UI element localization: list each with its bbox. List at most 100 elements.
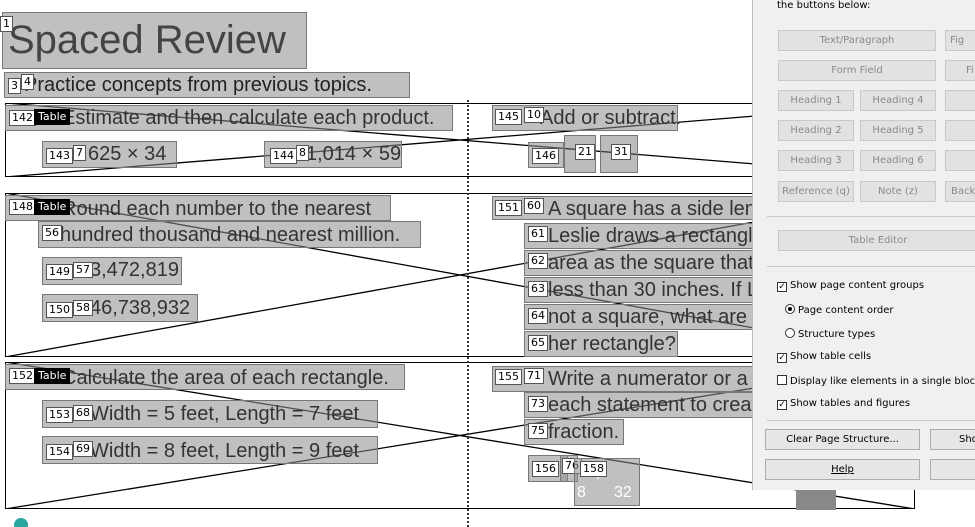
tag-number[interactable]: 73 bbox=[528, 396, 548, 412]
show-groups-checkbox[interactable]: ✓Show page content groups bbox=[777, 280, 924, 292]
tag-number[interactable]: 152 bbox=[9, 368, 36, 384]
radio-icon[interactable] bbox=[785, 328, 795, 338]
tag-number[interactable]: 154 bbox=[46, 444, 73, 460]
tag-number[interactable]: 57 bbox=[73, 262, 93, 278]
checkbox-label: Show table cells bbox=[790, 351, 872, 362]
figure-caption-button[interactable]: Fi bbox=[945, 60, 975, 81]
heading-5-button[interactable]: Heading 5 bbox=[860, 120, 936, 141]
figure-button[interactable]: Fig bbox=[945, 30, 975, 51]
tag-number[interactable]: 142 bbox=[9, 110, 36, 126]
tag-number[interactable]: 69 bbox=[73, 441, 93, 457]
heading-2-button[interactable]: Heading 2 bbox=[778, 120, 854, 141]
q4-box[interactable] bbox=[524, 277, 754, 303]
q4-box[interactable] bbox=[524, 223, 754, 249]
tag-number[interactable]: 4 bbox=[21, 74, 34, 90]
table-editor-button[interactable]: Table Editor bbox=[778, 230, 975, 251]
checkbox-icon[interactable] bbox=[777, 375, 787, 385]
tag-number[interactable]: 60 bbox=[524, 198, 544, 214]
extra-button[interactable] bbox=[945, 120, 975, 141]
q3-b: 46,738,932 bbox=[90, 297, 191, 319]
q4-box[interactable] bbox=[524, 331, 678, 357]
tag-number[interactable]: 64 bbox=[528, 308, 548, 324]
background-button[interactable]: Back bbox=[945, 181, 975, 202]
q4-box[interactable] bbox=[524, 250, 754, 276]
heading-1-button[interactable]: Heading 1 bbox=[778, 90, 854, 111]
q3-line2: hundred thousand and nearest million. bbox=[60, 224, 401, 246]
heading-3-button[interactable]: Heading 3 bbox=[778, 150, 854, 171]
tag-number[interactable]: 145 bbox=[495, 109, 522, 125]
q1-b: 1,014 × 59 bbox=[306, 143, 402, 165]
reference-button[interactable]: Reference (q) bbox=[778, 181, 854, 202]
tag-number[interactable]: 146 bbox=[532, 148, 559, 164]
tag-number[interactable]: 58 bbox=[73, 300, 93, 316]
tag-number[interactable]: 148 bbox=[9, 199, 36, 215]
tag-number[interactable]: 156 bbox=[532, 461, 559, 477]
show-cells-checkbox[interactable]: ✓Show table cells bbox=[777, 351, 871, 363]
heading-4-button[interactable]: Heading 4 bbox=[860, 90, 936, 111]
q2-instruction: Add or subtract. bbox=[540, 107, 682, 129]
display-like-checkbox[interactable]: Display like elements in a single block bbox=[777, 375, 975, 387]
tag-number[interactable]: 56 bbox=[42, 225, 62, 241]
tag-number[interactable]: 1 bbox=[0, 16, 13, 32]
divider bbox=[767, 420, 975, 421]
q5-b-box[interactable] bbox=[42, 436, 378, 464]
tag-number[interactable]: 61 bbox=[528, 226, 548, 242]
q2-instruction-box[interactable] bbox=[492, 105, 678, 131]
tag-number[interactable]: 10 bbox=[524, 107, 544, 123]
extra-button[interactable] bbox=[945, 90, 975, 111]
tag-number[interactable]: 144 bbox=[270, 148, 297, 164]
note-button[interactable]: Note (z) bbox=[860, 181, 936, 202]
q6-box[interactable] bbox=[524, 392, 754, 418]
help-button[interactable]: Help bbox=[765, 459, 920, 480]
subtitle-tag-box[interactable] bbox=[4, 72, 410, 98]
tag-number[interactable]: 151 bbox=[495, 200, 522, 216]
extra-button[interactable] bbox=[945, 150, 975, 171]
tag-number[interactable]: 75 bbox=[528, 423, 548, 439]
tag-number[interactable]: 155 bbox=[495, 369, 522, 385]
radio-icon[interactable] bbox=[785, 304, 795, 314]
q3-line2-box[interactable] bbox=[38, 221, 421, 248]
show-order-button[interactable]: Show bbox=[930, 429, 975, 450]
table-label: Table bbox=[34, 199, 71, 215]
tag-number[interactable]: 8 bbox=[296, 145, 309, 161]
q6-line: each statement to create bbox=[548, 394, 769, 416]
tag-number[interactable]: 62 bbox=[528, 253, 548, 269]
tag-number[interactable]: 71 bbox=[524, 368, 544, 384]
divider bbox=[767, 266, 975, 267]
tag-number[interactable]: 153 bbox=[46, 407, 73, 423]
tag-number[interactable]: 68 bbox=[73, 405, 93, 421]
column-divider bbox=[467, 100, 469, 527]
tag-number[interactable]: 31 bbox=[611, 144, 631, 160]
checkbox-icon[interactable]: ✓ bbox=[777, 282, 787, 292]
tag-number[interactable]: 65 bbox=[528, 335, 548, 351]
q1-instruction-box[interactable] bbox=[5, 105, 453, 131]
checkbox-icon[interactable]: ✓ bbox=[777, 400, 787, 410]
tag-number[interactable]: 7 bbox=[73, 145, 86, 161]
checkbox-label: Show tables and figures bbox=[790, 398, 911, 409]
close-button[interactable] bbox=[930, 459, 975, 480]
page-order-radio[interactable]: Page content order bbox=[785, 304, 894, 316]
reading-order-panel: the buttons below: Text/Paragraph Fig Fo… bbox=[752, 0, 975, 490]
tag-number[interactable]: 63 bbox=[528, 281, 548, 297]
tag-number[interactable]: 143 bbox=[46, 148, 73, 164]
heading-6-button[interactable]: Heading 6 bbox=[860, 150, 936, 171]
q5-a-box[interactable] bbox=[42, 400, 378, 428]
title-tag-box[interactable] bbox=[2, 12, 307, 69]
show-tables-checkbox[interactable]: ✓Show tables and figures bbox=[777, 398, 910, 410]
tag-number[interactable]: 3 bbox=[8, 78, 21, 94]
q5-instruction-box[interactable] bbox=[5, 364, 405, 390]
checkbox-icon[interactable]: ✓ bbox=[777, 353, 787, 363]
clear-structure-button[interactable]: Clear Page Structure... bbox=[765, 429, 920, 450]
tag-number[interactable]: 149 bbox=[46, 264, 73, 280]
checkbox-label: Show page content groups bbox=[790, 280, 925, 291]
structure-types-radio[interactable]: Structure types bbox=[785, 328, 875, 340]
q4-line: area as the square that bbox=[548, 252, 754, 274]
text-paragraph-button[interactable]: Text/Paragraph bbox=[778, 30, 936, 51]
tag-number[interactable]: 21 bbox=[575, 144, 595, 160]
form-field-button[interactable]: Form Field bbox=[778, 60, 936, 81]
scroll-thumb[interactable] bbox=[796, 490, 836, 510]
divider bbox=[767, 216, 975, 217]
tag-number[interactable]: 158 bbox=[580, 461, 607, 477]
tag-number[interactable]: 150 bbox=[46, 302, 73, 318]
